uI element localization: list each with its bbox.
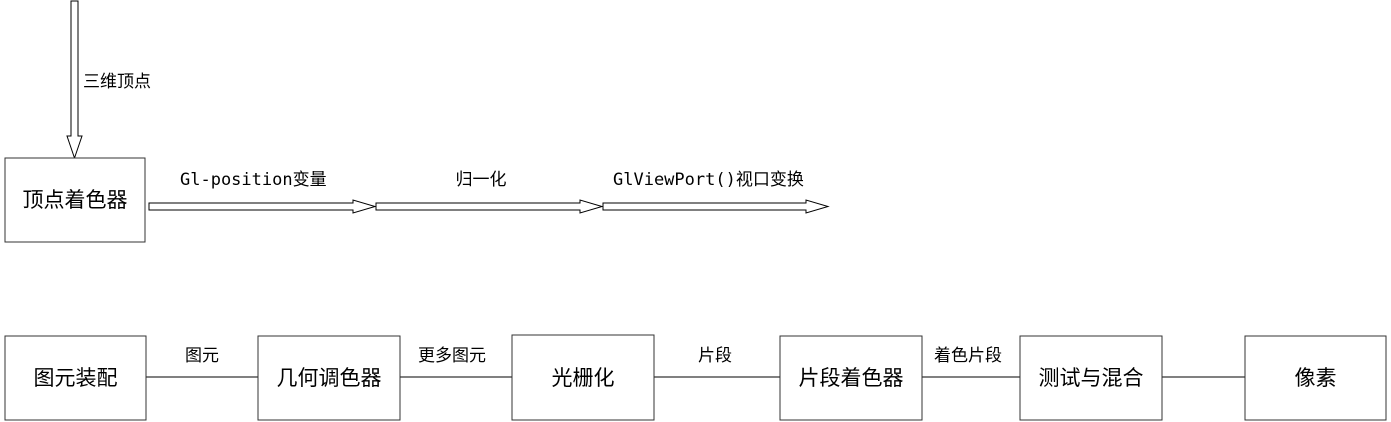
test-blend-box: 测试与混合 [1019,335,1163,421]
geometry-shader-box: 几何调色器 [257,335,401,421]
vertex-shader-box: 顶点着色器 [4,157,146,243]
node-label-3: 光栅化 [552,366,615,390]
vertex-shader-label: 顶点着色器 [23,188,128,212]
gl-position-arrow [148,199,377,214]
fragment-shader-box: 片段着色器 [779,335,923,421]
normalize-label: 归一化 [456,170,507,190]
input-arrow [66,0,83,160]
node-label-5: 测试与混合 [1039,366,1144,390]
pixel-box: 像素 [1244,335,1387,421]
edge-label-2: 更多图元 [418,346,486,366]
node-label-4: 片段着色器 [799,366,904,390]
edge-label-1: 图元 [185,346,219,366]
normalize-arrow [375,199,604,214]
node-label-1: 图元装配 [34,366,118,390]
input-label: 三维顶点 [83,72,151,92]
primitive-assembly-box: 图元装配 [4,335,147,421]
edge-label-4: 着色片段 [934,346,1002,366]
node-label-2: 几何调色器 [277,366,382,390]
viewport-label: GlViewPort()视口变换 [613,170,804,190]
edge-label-3: 片段 [698,346,732,366]
viewport-arrow [602,199,830,214]
node-label-6: 像素 [1295,366,1337,390]
gl-position-label: Gl-position变量 [180,170,327,190]
rasterization-box: 光栅化 [511,334,655,421]
